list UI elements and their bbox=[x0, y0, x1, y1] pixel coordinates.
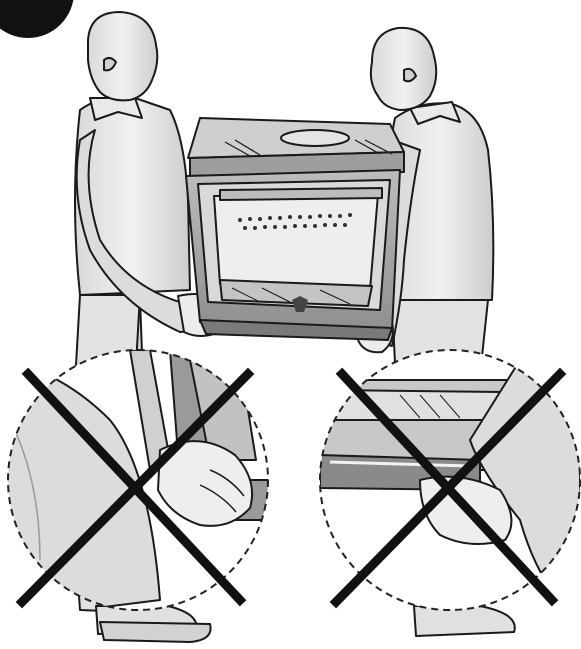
step-marker bbox=[0, 0, 74, 38]
prohibition-cross-left bbox=[15, 367, 255, 609]
air-vent-dots bbox=[238, 213, 352, 230]
fireplace-insert bbox=[185, 117, 405, 341]
brand-logo bbox=[292, 296, 308, 312]
prohibition-cross-right bbox=[329, 367, 567, 609]
